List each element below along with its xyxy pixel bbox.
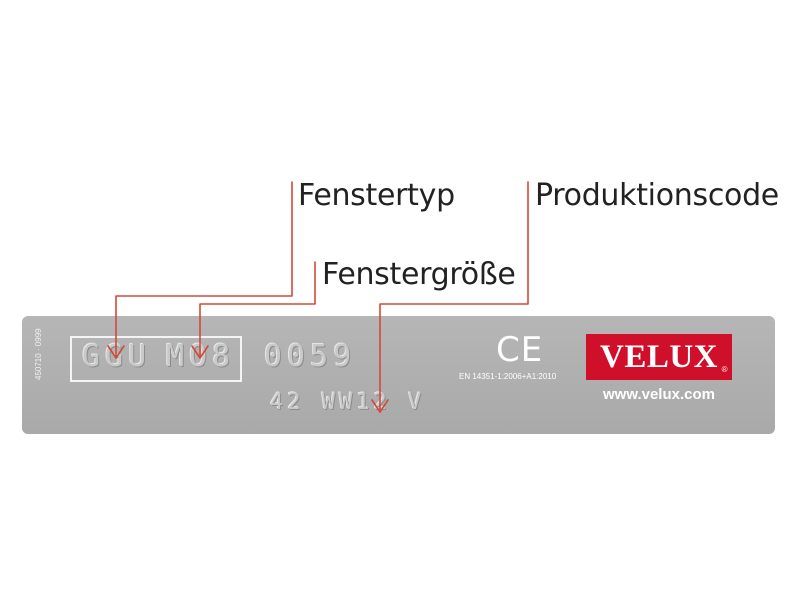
velux-logo: VELUX ® bbox=[586, 334, 732, 380]
plate-side-code: 450710 · 0999 bbox=[34, 328, 43, 380]
registered-mark: ® bbox=[721, 365, 728, 374]
window-size-code: MO8 bbox=[166, 339, 236, 374]
window-type-code: GGU bbox=[82, 339, 152, 374]
serial-number: 0059 bbox=[264, 339, 357, 374]
callout-window-size: Fenstergröße bbox=[322, 257, 516, 292]
brand-name: VELUX bbox=[599, 339, 719, 375]
callout-production-code: Produktionscode bbox=[535, 178, 779, 213]
ce-mark: CE bbox=[496, 330, 544, 370]
standard-text: EN 14351-1:2006+A1:2010 bbox=[459, 372, 557, 381]
callout-window-type: Fenstertyp bbox=[298, 178, 455, 213]
website-link[interactable]: www.velux.com bbox=[603, 386, 715, 403]
production-code: 42 WW12 V bbox=[270, 390, 426, 415]
